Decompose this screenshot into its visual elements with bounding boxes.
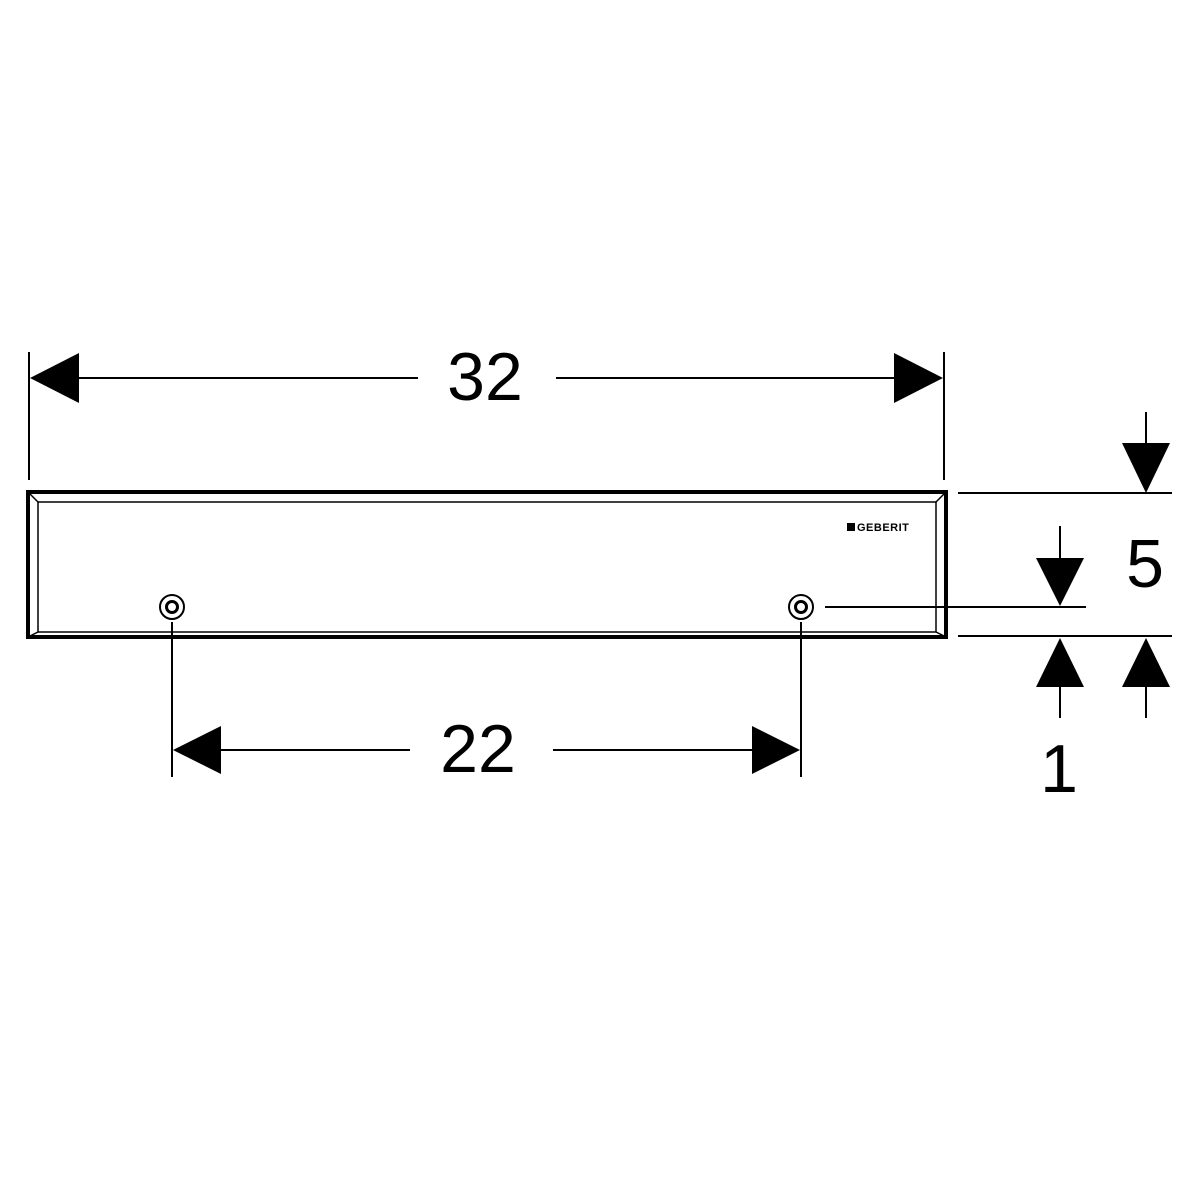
hole-offset-label: 1 [1040, 731, 1078, 807]
overall-width-label: 32 [447, 339, 523, 415]
dimension-overall-width: 32 [28, 339, 945, 480]
arrow-up-icon [1036, 638, 1084, 687]
total-height-label: 5 [1126, 526, 1164, 602]
geberit-logo: GEBERIT [847, 522, 909, 534]
dimension-hole-offset: 1 [825, 526, 1086, 807]
arrow-right-icon [894, 353, 943, 403]
arrow-left-icon [173, 726, 221, 774]
arrow-down-icon [1122, 443, 1170, 493]
mounting-hole-left [159, 594, 185, 620]
bevel-corner-bottom-right [935, 631, 947, 638]
logo-text: GEBERIT [857, 522, 909, 534]
bevel-corner-top-right [935, 491, 947, 503]
bevel-corner-bottom-left [27, 631, 39, 638]
bevel-corner-top-left [27, 491, 39, 503]
hole-spacing-label: 22 [440, 711, 516, 787]
logo-square-icon [847, 523, 855, 531]
cover-plate: GEBERIT [26, 490, 948, 639]
mounting-hole-right [788, 594, 814, 620]
arrow-up-icon [1122, 638, 1170, 687]
dimension-hole-spacing: 22 [171, 622, 802, 787]
arrow-down-icon [1036, 558, 1084, 606]
dimension-total-height: 5 [958, 412, 1172, 718]
arrow-right-icon [752, 726, 800, 774]
arrow-left-icon [30, 353, 79, 403]
